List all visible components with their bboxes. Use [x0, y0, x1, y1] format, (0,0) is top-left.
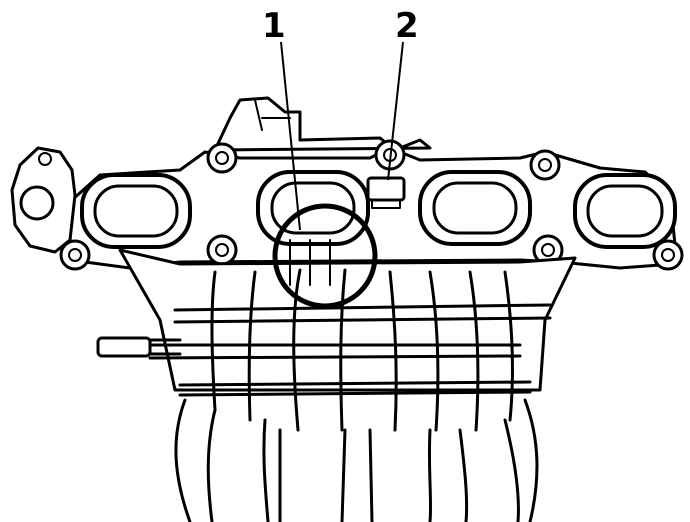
callout-1-highlight-circle: [272, 203, 378, 309]
lower-runners: [174, 398, 539, 522]
callout-2-leader: [387, 41, 404, 181]
fuel-rail-pipe: [96, 336, 182, 358]
intake-port-1: [80, 173, 192, 249]
callout-2-label: 2: [395, 6, 419, 46]
callout-1-leader: [280, 41, 301, 231]
bolt-bosses: [59, 139, 684, 271]
sensor-component: [366, 176, 406, 209]
intake-port-4: [573, 173, 677, 249]
intake-port-3: [418, 170, 532, 246]
support-rails: [148, 303, 552, 397]
callout-1-label: 1: [262, 6, 286, 46]
